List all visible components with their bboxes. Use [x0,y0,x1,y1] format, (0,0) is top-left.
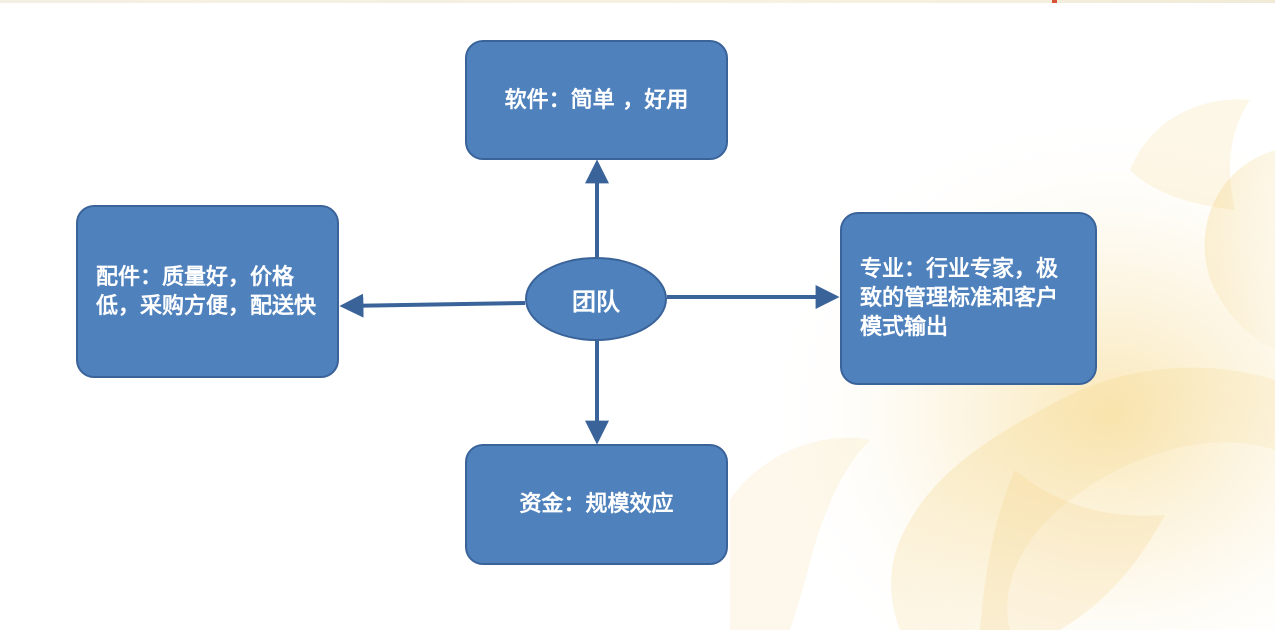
node-professional-label: 专业：行业专家，极致的管理标准和客户模式输出 [860,255,1077,342]
center-node-label: 团队 [572,282,620,317]
node-funds: 资金：规模效应 [465,444,728,565]
node-parts-label: 配件：质量好，价格低，采购方便，配送快 [96,263,319,321]
node-funds-label: 资金：规模效应 [467,490,726,519]
node-software-label: 软件：简单 ，好用 [467,86,726,115]
center-node-team: 团队 [525,257,667,341]
connector-left [343,303,525,306]
node-software: 软件：简单 ，好用 [465,40,728,160]
node-parts: 配件：质量好，价格低，采购方便，配送快 [76,205,339,378]
node-professional: 专业：行业专家，极致的管理标准和客户模式输出 [840,212,1097,385]
